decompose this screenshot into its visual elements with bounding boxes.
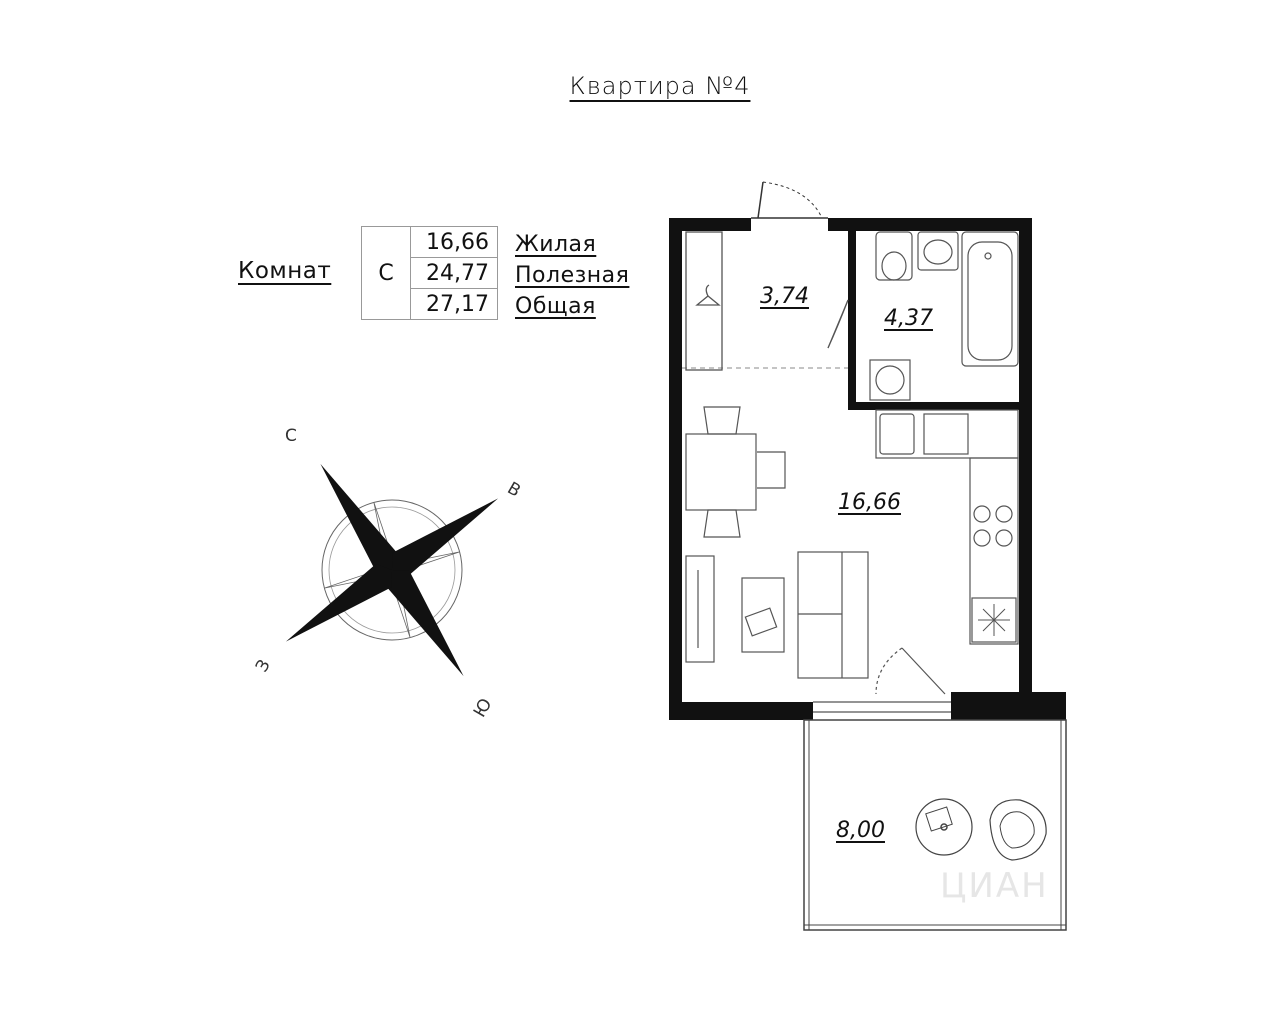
compass-needle-west <box>285 563 392 642</box>
compass-north-label: С <box>285 426 297 446</box>
balcony-door <box>813 647 951 713</box>
dining-set <box>685 406 786 538</box>
rooms-label: Комнат <box>238 258 332 284</box>
bathroom-door <box>827 299 849 349</box>
compass-needle-east <box>392 498 499 577</box>
compass-needle-south <box>385 570 464 677</box>
living-furniture <box>685 551 869 679</box>
useful-area-value: 24,77 <box>410 257 498 289</box>
area-summary-table: С 16,66 24,77 27,17 <box>361 226 498 320</box>
rooms-value: С <box>361 226 411 320</box>
bathroom-fixtures <box>869 231 1019 401</box>
useful-area-label: Полезная <box>515 263 630 288</box>
walls <box>669 218 1066 720</box>
compass-rose <box>285 463 499 677</box>
area-labels: Жилая Полезная Общая <box>515 229 629 322</box>
total-area-value: 27,17 <box>410 288 498 320</box>
compass-needle-north <box>320 463 399 570</box>
hall-area: 3,74 <box>760 284 809 309</box>
main-room-area: 16,66 <box>838 490 901 515</box>
watermark: ЦИАН <box>940 866 1049 906</box>
entry-door <box>751 181 828 219</box>
plan-title: Квартира №4 <box>569 72 751 100</box>
bathroom-area: 4,37 <box>884 306 933 331</box>
balcony <box>803 719 1067 931</box>
total-area-label: Общая <box>515 294 596 319</box>
balcony-area: 8,00 <box>836 818 885 843</box>
wardrobe <box>685 231 723 371</box>
kitchen <box>875 409 1019 645</box>
living-area-label: Жилая <box>515 232 597 257</box>
